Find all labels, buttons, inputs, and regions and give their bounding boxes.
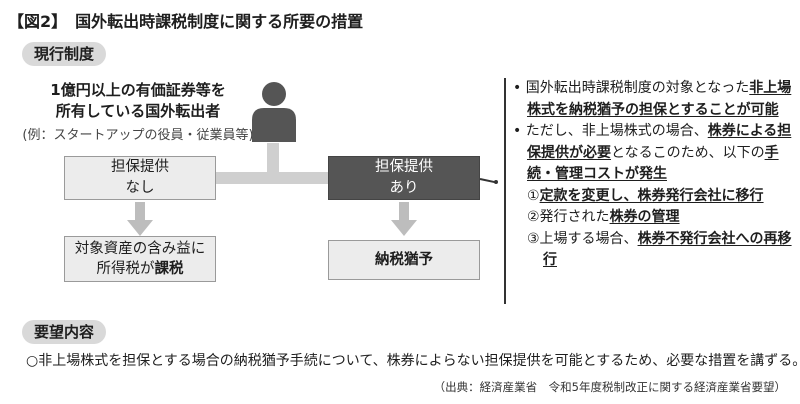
box-tax-deferral-result: 納税猶予: [328, 240, 480, 280]
target-example: (例：スタートアップの役員・従業員等): [22, 128, 254, 143]
target-line-2: 所有している国外転出者: [55, 102, 221, 120]
section-label-request: 要望内容: [22, 320, 107, 344]
target-description: 1億円以上の有価証券等を 所有している国外転出者: [20, 80, 256, 122]
target-line-1: 1億円以上の有価証券等を: [50, 81, 226, 99]
callout-dot: [494, 180, 498, 184]
step-1-articles-change: ①定款を変更し、株券発行会社に移行: [527, 187, 764, 204]
box-taxation-result: 対象資産の含み益に 所得税が課税: [64, 236, 216, 282]
box-no-collateral-line-1: 担保提供: [111, 159, 169, 175]
taxation-emphasis: 課税: [154, 261, 184, 277]
request-text: ○非上場株式を担保とする場合の納税猶予手続について、株券によらない担保提供を可能…: [26, 353, 800, 369]
divider-line: [504, 78, 506, 304]
connector-horizontal: [214, 172, 330, 184]
box-no-collateral-line-2: なし: [125, 180, 155, 196]
bullet-certificate-required: • ただし、非上場株式の場合、株券による担保提供が必要となるこのため、以下の手続…: [513, 123, 792, 182]
taxation-result-line-1: 対象資産の含み益に: [74, 241, 206, 257]
arrow-down-right: [391, 202, 417, 236]
person-icon: [252, 82, 296, 142]
box-no-collateral: 担保提供 なし: [64, 156, 216, 200]
box-with-collateral: 担保提供 あり: [328, 156, 480, 200]
arrow-down-left: [127, 202, 153, 236]
step-3-listing-remigration: ③上場する場合、株券不発行会社への再移行: [527, 230, 792, 269]
box-with-collateral-line-1: 担保提供: [375, 159, 433, 175]
taxation-result-line-2: 所得税が課税: [96, 261, 184, 277]
connector-vertical: [267, 143, 279, 177]
box-with-collateral-line-2: あり: [389, 180, 419, 196]
section-label-current-system: 現行制度: [22, 42, 107, 66]
figure-title: 【図2】 国外転出時課税制度に関する所要の措置: [8, 12, 364, 31]
explanation-list: • 国外転出時課税制度の対象となった非上場株式を納税猶予の担保とすることが可能 …: [513, 78, 793, 272]
source-citation: （出典：経済産業省 令和5年度税制改正に関する経済産業省要望）: [433, 380, 786, 394]
bullet-collateral-allowed: • 国外転出時課税制度の対象となった非上場株式を納税猶予の担保とすることが可能: [513, 80, 792, 118]
step-2-certificate-management: ②発行された株券の管理: [527, 209, 680, 225]
